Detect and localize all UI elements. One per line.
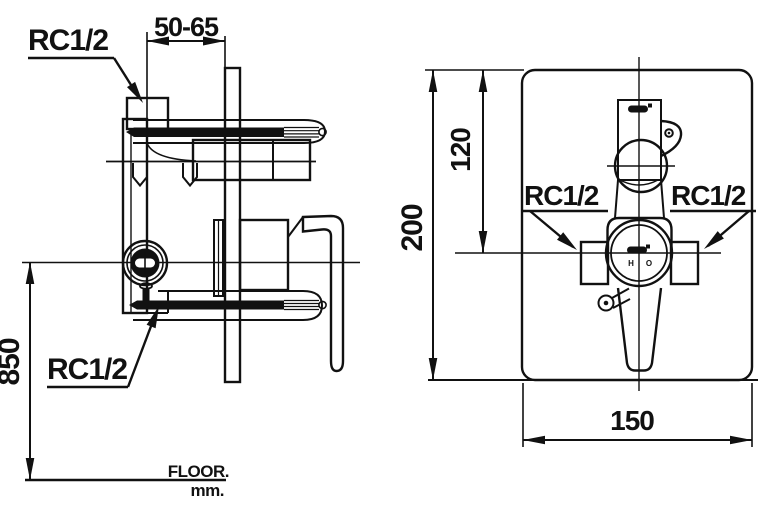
arrowhead-down (428, 358, 438, 380)
plate-width-value: 150 (610, 405, 654, 436)
arrowhead-down (25, 458, 35, 480)
side-tab (660, 119, 683, 158)
neck-left (614, 179, 619, 219)
top-to-center-dimension: 120 (445, 70, 488, 253)
top-supply-pipe (126, 119, 327, 144)
tab-screw (664, 128, 674, 138)
arrowhead-right (730, 435, 752, 445)
arrowhead-down (478, 231, 488, 253)
diverter-knob-dot (603, 300, 609, 306)
neck-seam (619, 179, 659, 186)
brand-logo-mark (648, 103, 652, 108)
pipe-outline (133, 119, 327, 144)
right-inlet-callout: RC1/2 (670, 180, 756, 249)
port-outer-ring (121, 239, 169, 287)
stem (142, 288, 150, 301)
valve-front-assembly: H O (579, 216, 700, 372)
handle-lever-front (616, 287, 663, 372)
brand-logo-mark (646, 244, 650, 249)
pipe-bar (137, 300, 284, 310)
brand-logo (628, 105, 648, 113)
handle-side (238, 214, 345, 373)
bottom-inlet-label: RC1/2 (47, 353, 127, 386)
unit-label: mm. (191, 481, 224, 500)
valve-collar (606, 216, 673, 258)
left-inlet-label: RC1/2 (524, 180, 599, 211)
leader-arrowhead (146, 306, 159, 329)
plate-width-dimension: 150 (522, 383, 753, 447)
side-view: RC1/2 50-65 850 RC1/2 (0, 12, 360, 500)
bottom-supply-pipe (129, 290, 327, 321)
wall-depth-value: 50-65 (154, 12, 219, 42)
top-inlet-label: RC1/2 (28, 24, 108, 57)
outlet-cover (617, 99, 662, 181)
bottom-inlet-callout: RC1/2 (47, 306, 159, 389)
retainer-clip-right (182, 163, 198, 188)
leader-arrowhead (557, 232, 577, 250)
pipe-end-bolt (318, 127, 327, 137)
floor-reference: FLOOR. mm. (25, 462, 230, 500)
overall-height-dimension: 200 (396, 70, 438, 380)
arrowhead-up (428, 70, 438, 92)
valve-inlet-port (121, 239, 169, 301)
pipe-bar-tip (126, 127, 134, 137)
top-to-center-value: 120 (445, 128, 476, 172)
leader-arrowhead (127, 81, 143, 103)
floor-label: FLOOR. (168, 462, 229, 481)
pipe-end-bolt (318, 300, 327, 310)
arrowhead-left (523, 435, 545, 445)
upper-outlet-assembly (607, 99, 683, 219)
diverter-arm-top (611, 287, 630, 299)
arrowhead-up (25, 262, 35, 284)
escutcheon-circle (604, 218, 674, 288)
handle-seam (287, 216, 304, 238)
pipe-bar-tip (129, 300, 137, 310)
right-inlet-label: RC1/2 (671, 180, 746, 211)
handle-escutcheon (238, 218, 290, 292)
retainer-clip-left (132, 163, 148, 188)
port-mid-ring (126, 244, 164, 282)
hot-mark: H (628, 259, 634, 268)
arrowhead-right (203, 36, 225, 46)
neck-right (660, 179, 665, 219)
leader-arrowhead (704, 231, 724, 249)
overall-height-value: 200 (396, 204, 429, 251)
pipe-outline (133, 290, 324, 321)
diverter-arm-bottom (612, 298, 631, 309)
cartridge-housing (191, 138, 312, 182)
arrowhead-up (478, 70, 488, 92)
cold-mark: O (646, 259, 652, 268)
wall-depth-dimension: 50-65 (146, 12, 226, 152)
pipe-bar (134, 127, 284, 137)
handle-lever (301, 214, 345, 373)
floor-height-value: 850 (0, 338, 26, 385)
left-inlet-callout: RC1/2 (522, 180, 608, 250)
handle-dome (610, 224, 668, 282)
body-fillet-curve (146, 142, 197, 162)
front-view: H O 200 120 RC1/2 (396, 57, 758, 447)
diverter-knob (597, 294, 615, 312)
top-inlet-callout: RC1/2 (28, 24, 143, 103)
brand-logo (627, 246, 647, 254)
arrowhead-left (147, 36, 169, 46)
tab-screw-dot (667, 131, 671, 135)
floor-height-dimension: 850 (0, 262, 35, 480)
